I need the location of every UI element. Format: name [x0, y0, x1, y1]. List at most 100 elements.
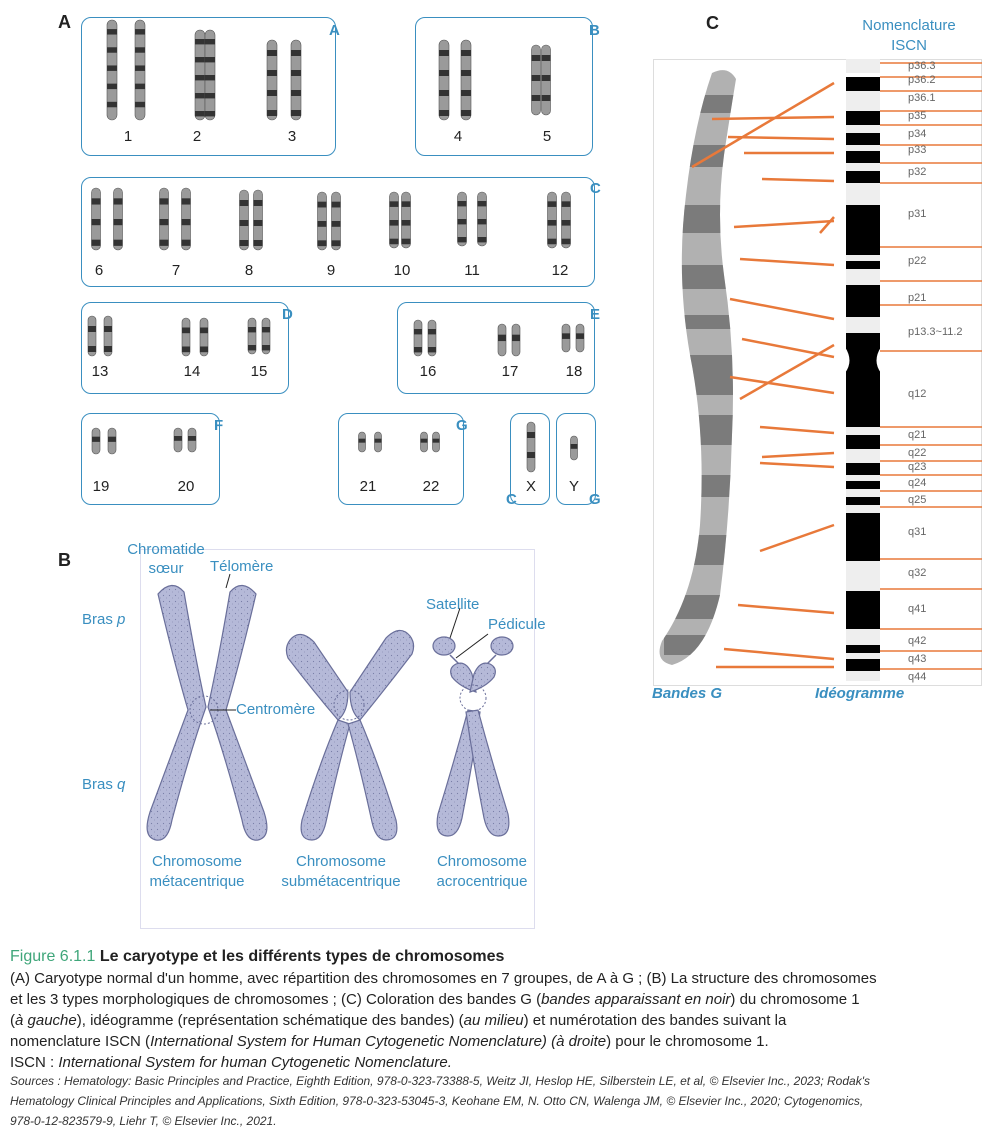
karyotype-chromatid — [374, 431, 382, 453]
karyotype-chromatid — [91, 427, 101, 455]
karyotype-chromatid — [194, 29, 206, 121]
group-g-box — [338, 413, 464, 505]
band-label: q31 — [908, 526, 927, 538]
chromosome-number: 19 — [92, 478, 110, 495]
figure-caption: (A) Caryotype normal d'un homme, avec ré… — [10, 970, 877, 1071]
karyotype-chromatid — [561, 191, 571, 249]
figure-sources: Sources : Hematology: Basic Principles a… — [10, 1074, 870, 1128]
karyotype-chromatid — [497, 323, 507, 357]
karyotype-chromatid — [511, 323, 521, 357]
band-connector — [733, 219, 835, 229]
g-bands-caption: Bandes G — [652, 685, 723, 702]
group-a-label: A — [329, 22, 340, 39]
band-label: q42 — [908, 635, 927, 647]
ideogram-band — [846, 269, 880, 285]
karyotype-chromatid — [87, 315, 97, 357]
band-connector — [759, 523, 835, 553]
g-band — [664, 95, 737, 113]
band-label: p21 — [908, 292, 927, 304]
g-band — [664, 265, 737, 289]
karyotype-chromatid — [570, 435, 578, 461]
karyotype-chromatid — [420, 431, 428, 453]
ideogram-band — [846, 475, 880, 481]
satellite-leader — [449, 607, 461, 639]
karyotype-chromatid — [253, 189, 263, 251]
karyotype-chromatid — [204, 29, 216, 121]
band-label: p35 — [908, 110, 927, 122]
sister-chromatid-label: Chromatide sœur — [127, 541, 205, 577]
karyotype-chromatid — [187, 427, 197, 453]
ideogram-band — [846, 205, 880, 255]
acrocentric-chromosome — [432, 636, 514, 837]
panel-a-letter: A — [58, 12, 71, 32]
chromosome-number: 17 — [501, 363, 519, 380]
ideogram-band — [846, 111, 880, 125]
karyotype-chromatid — [173, 427, 183, 453]
band-label: p34 — [908, 128, 927, 140]
karyotype-chromatid — [401, 191, 411, 249]
karyotype-chromatid — [107, 427, 117, 455]
ideogram-band — [846, 489, 880, 497]
band-connector — [723, 647, 835, 661]
group-a-box — [81, 17, 336, 156]
band-label: p33 — [908, 144, 927, 156]
chromosome-number: 5 — [542, 128, 552, 145]
banding-panel-frame — [653, 59, 982, 686]
karyotype-chromosomes — [87, 19, 585, 473]
chromosome-number: 2 — [192, 128, 202, 145]
karyotype-chromatid — [103, 315, 113, 357]
g-band — [664, 635, 737, 655]
submetacentric-chromosome — [285, 629, 415, 841]
chromosome-number: 11 — [464, 262, 480, 279]
ideogram-band — [846, 481, 880, 489]
chromosome-number: 13 — [91, 363, 109, 380]
band-label: p32 — [908, 166, 927, 178]
chromosome-number: 7 — [171, 262, 181, 279]
ideogram-band — [846, 125, 880, 133]
group-d-label: D — [282, 306, 293, 323]
chromosome-number: 6 — [94, 262, 104, 279]
band-label: p36.3 — [908, 60, 936, 72]
ideogram-band — [846, 645, 880, 653]
karyotype-chromatid — [413, 319, 423, 357]
group-y-box — [556, 413, 596, 505]
karyotype-chromatid — [331, 191, 341, 251]
g-band — [664, 595, 737, 619]
chromosome-number: 1 — [123, 128, 133, 145]
karyotype-chromatid — [91, 187, 101, 251]
band-connector — [729, 297, 835, 321]
pedicule-leader — [455, 633, 489, 659]
chromosome-number: 8 — [244, 262, 254, 279]
ideogram-band — [846, 671, 880, 681]
ideogram-band — [846, 343, 880, 427]
group-e-box — [397, 302, 595, 394]
karyotype-chromatid — [134, 19, 146, 121]
band-connector — [729, 375, 835, 395]
chromosome-number: 22 — [422, 478, 440, 495]
band-label: q32 — [908, 567, 927, 579]
chromosome-number: 4 — [453, 128, 463, 145]
karyotype-chromatid — [159, 187, 169, 251]
band-connector — [739, 257, 835, 267]
karyotype-chromatid — [427, 319, 437, 357]
chromosome-number: 18 — [565, 363, 583, 380]
karyotype-chromatid — [575, 323, 585, 353]
ideogram-band — [846, 505, 880, 513]
karyotype-chromatid — [358, 431, 366, 453]
g-band — [664, 535, 737, 565]
group-f-box — [81, 413, 220, 505]
group-b-label: B — [589, 22, 600, 39]
satellite-label: Satellite — [426, 596, 480, 613]
ideogram-band — [846, 463, 880, 475]
chromosome-number: Y — [568, 478, 580, 495]
karyotype-chromatid — [247, 317, 257, 355]
group-b-box — [415, 17, 593, 156]
karyotype-chromatid — [181, 317, 191, 357]
ideogram-band — [846, 333, 880, 343]
structure-panel-frame — [140, 549, 535, 929]
band-label: q25 — [908, 494, 927, 506]
